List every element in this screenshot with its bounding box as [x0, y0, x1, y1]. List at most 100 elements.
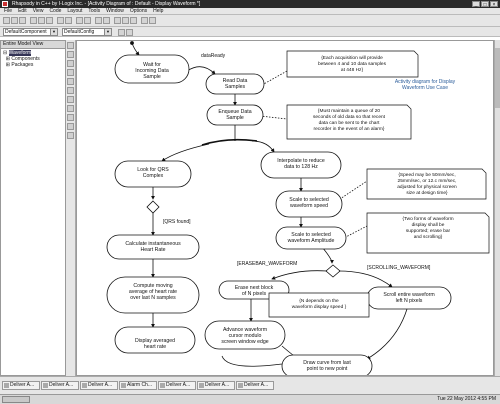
browser-icon[interactable] [95, 17, 102, 24]
tree-item-packages[interactable]: ⊞ Packages [3, 62, 34, 68]
anchor-c3 [336, 180, 368, 202]
scroll-thumb[interactable] [495, 48, 500, 108]
text-tool-icon[interactable] [67, 132, 74, 139]
comment-c4[interactable] [366, 212, 490, 254]
transition-scroll-draw[interactable] [366, 308, 408, 360]
default-transition-tool-icon[interactable] [67, 69, 74, 76]
transition-dataready[interactable] [186, 66, 216, 75]
build-icon[interactable] [126, 29, 133, 36]
tree-item-components[interactable]: ⊞ Components [3, 56, 40, 62]
tab-deliver-6[interactable]: Deliver A... [236, 381, 274, 390]
tab-deliver-1[interactable]: Deliver A... [2, 381, 40, 390]
menu-bar: File Edit View Code Layout Tools Window … [0, 8, 500, 15]
final-state-tool-icon[interactable] [67, 105, 74, 112]
transition-default[interactable] [131, 42, 140, 56]
settings-icon[interactable] [118, 29, 125, 36]
make-icon[interactable] [122, 17, 129, 24]
minimize-button[interactable]: _ [472, 1, 480, 8]
chevron-down-icon: ▼ [50, 29, 57, 35]
tab-deliver-3[interactable]: Deliver A... [80, 381, 118, 390]
tab-alarm[interactable]: Alarm Ch... [119, 381, 157, 390]
save-icon[interactable] [19, 17, 26, 24]
transition-fork-qrs[interactable] [161, 143, 210, 162]
menu-edit[interactable]: Edit [18, 8, 27, 14]
state-enqueue[interactable] [206, 104, 264, 126]
state-calc-hr[interactable] [106, 234, 200, 260]
tree-item-waveform[interactable]: ⊟ Waveform [3, 50, 32, 56]
select-tool-icon[interactable] [67, 42, 74, 49]
vertical-scrollbar[interactable] [494, 40, 500, 376]
run-icon[interactable] [130, 17, 137, 24]
component-select[interactable]: DefaultComponent ▼ [3, 28, 58, 36]
state-draw[interactable] [281, 354, 373, 376]
close-button[interactable]: × [490, 1, 498, 8]
find-icon[interactable] [84, 17, 91, 24]
menu-help[interactable]: Help [153, 8, 164, 14]
transition-fork-interp[interactable] [251, 140, 275, 153]
menu-layout[interactable]: Layout [67, 8, 83, 14]
label-dataready: dataReady [201, 53, 226, 59]
transition-tool-icon[interactable] [67, 60, 74, 67]
tab-deliver-5[interactable]: Deliver A... [197, 381, 235, 390]
state-qrs[interactable] [114, 160, 192, 188]
comment-c5[interactable] [268, 292, 370, 318]
join-tool-icon[interactable] [67, 96, 74, 103]
undo-icon[interactable] [57, 17, 64, 24]
state-advance[interactable] [204, 320, 286, 350]
copy-icon[interactable] [38, 17, 45, 24]
fork-tool-icon[interactable] [67, 87, 74, 94]
transition-loop[interactable] [221, 355, 283, 367]
paste-icon[interactable] [46, 17, 53, 24]
state-wait[interactable] [114, 54, 190, 84]
state-moving-avg[interactable] [106, 276, 200, 314]
window-controls: _ □ × [472, 1, 498, 8]
open-icon[interactable] [11, 17, 18, 24]
redo-icon[interactable] [65, 17, 72, 24]
action-state-tool-icon[interactable] [67, 51, 74, 58]
condition-connector-waveform[interactable] [325, 264, 341, 278]
state-display-hr[interactable] [114, 326, 196, 354]
menu-tools[interactable]: Tools [88, 8, 101, 14]
main-toolbar [0, 15, 500, 27]
state-read[interactable] [205, 73, 265, 95]
generate-icon[interactable] [114, 17, 121, 24]
animate-icon[interactable] [141, 17, 148, 24]
transition-scrolling[interactable] [338, 270, 393, 288]
menu-view[interactable]: View [32, 8, 44, 14]
window-title: Rhapsody in C++ by I-Logix Inc. - [Activ… [12, 1, 201, 7]
comment-c1[interactable] [286, 50, 419, 78]
menu-options[interactable]: Options [129, 8, 148, 14]
menu-window[interactable]: Window [106, 8, 124, 14]
condition-connector-qrs[interactable] [146, 200, 160, 214]
note-tool-icon[interactable] [67, 114, 74, 121]
comment-c3[interactable] [366, 168, 487, 200]
cut-icon[interactable] [30, 17, 37, 24]
comment-c2[interactable] [286, 104, 412, 140]
condition-tool-icon[interactable] [67, 78, 74, 85]
config-select[interactable]: DefaultConfig ▼ [62, 28, 112, 36]
maximize-button[interactable]: □ [481, 1, 489, 8]
print-icon[interactable] [76, 17, 83, 24]
start-button[interactable] [2, 396, 30, 403]
state-scale-amp[interactable] [275, 226, 347, 250]
stop-icon[interactable] [149, 17, 156, 24]
tab-deliver-4[interactable]: Deliver A... [158, 381, 196, 390]
new-icon[interactable] [3, 17, 10, 24]
transition-erasebar[interactable] [271, 270, 328, 280]
state-interp[interactable] [260, 151, 342, 179]
tab-deliver-2[interactable]: Deliver A... [41, 381, 79, 390]
state-scale-speed[interactable] [275, 190, 343, 218]
fork-bar[interactable] [201, 138, 258, 146]
features-icon[interactable] [103, 17, 110, 24]
menu-code[interactable]: Code [49, 8, 62, 14]
menu-file[interactable]: File [4, 8, 13, 14]
anchor-tool-icon[interactable] [67, 123, 74, 130]
